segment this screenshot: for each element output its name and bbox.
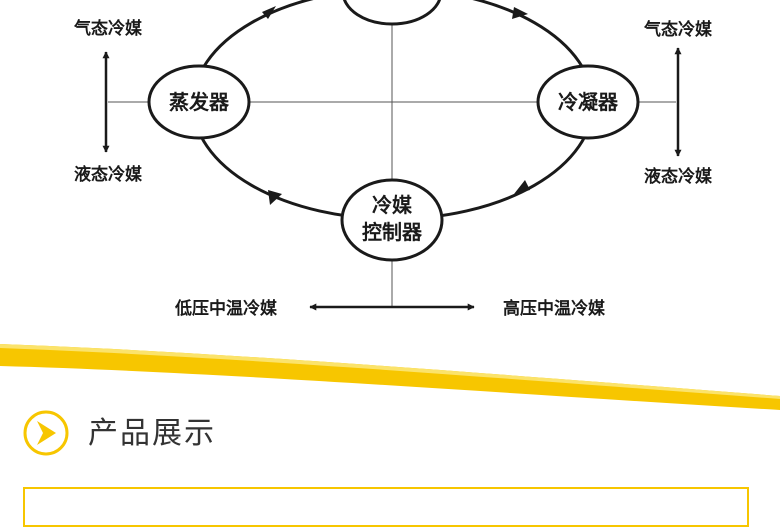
condenser-label: 冷凝器 [558, 90, 619, 114]
controller-label-line1: 冷媒 [372, 193, 413, 217]
chevron-circle-icon [23, 410, 69, 456]
evaporator-node [147, 64, 251, 140]
bottom-right-label: 高压中温冷媒 [503, 298, 606, 319]
flow-arrow-top-left [262, 6, 276, 19]
flow-arrow-bottom-right [514, 180, 530, 194]
controller-node [340, 178, 444, 262]
product-panel [23, 487, 749, 527]
right-top-label: 气态冷媒 [643, 19, 713, 40]
top-node [342, 0, 442, 26]
section-title: 产品展示 [88, 416, 216, 451]
condenser-node [536, 64, 640, 140]
right-bottom-label: 液态冷媒 [644, 166, 713, 187]
yellow-divider-band [0, 344, 780, 410]
flow-arrow-bottom-left [268, 190, 282, 205]
evaporator-label: 蒸发器 [169, 90, 230, 114]
controller-label-line2: 控制器 [362, 220, 423, 244]
refrigeration-cycle-diagram: 蒸发器 冷凝器 冷媒 控制器 气态冷媒 液态冷媒 气态冷媒 液态冷媒 低压中温冷… [0, 0, 780, 456]
bottom-left-label: 低压中温冷媒 [174, 298, 278, 319]
left-top-label: 气态冷媒 [73, 18, 143, 39]
left-bottom-label: 液态冷媒 [74, 164, 143, 185]
yellow-divider-highlight [0, 344, 780, 399]
flow-arrow-top-right [512, 7, 528, 19]
